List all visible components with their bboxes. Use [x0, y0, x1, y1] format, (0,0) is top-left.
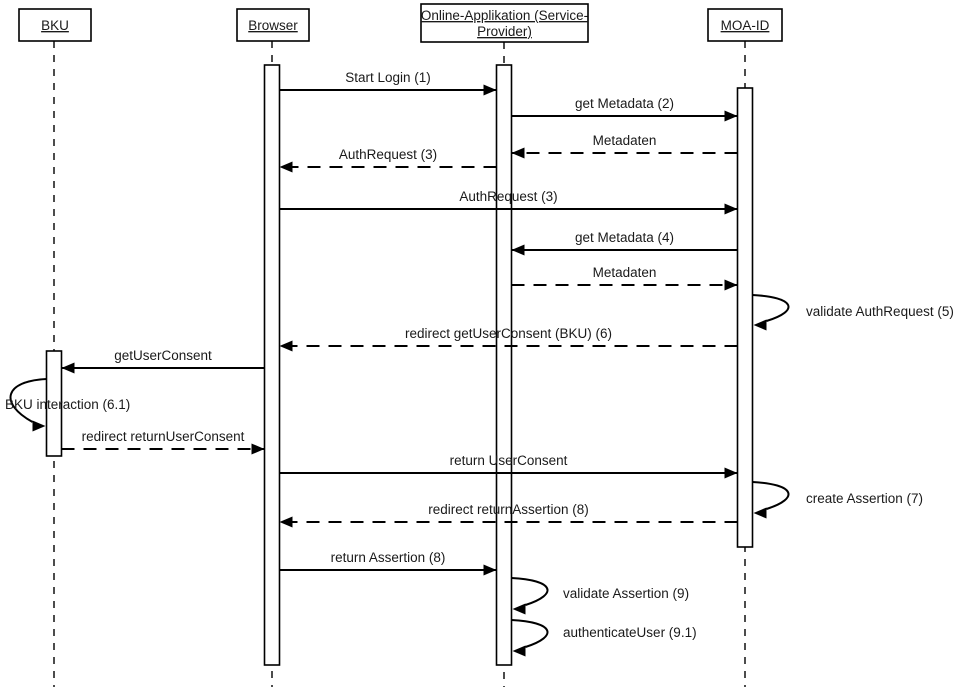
message-label: Metadaten: [593, 265, 657, 280]
activation-bar-online-applikation: [495, 64, 513, 666]
message-label: return UserConsent: [450, 453, 568, 468]
message-label: get Metadata (2): [575, 96, 674, 111]
self-message-label: authenticateUser (9.1): [563, 625, 697, 640]
arrowhead: [753, 507, 767, 519]
message-label: getUserConsent: [114, 348, 212, 363]
lifeline-header-browser[interactable]: Browser: [236, 8, 310, 42]
self-message-s1: validate AuthRequest (5): [752, 294, 954, 331]
message-m13: return Assertion (8): [279, 550, 497, 576]
arrowhead: [483, 84, 497, 96]
message-label: Start Login (1): [345, 70, 431, 85]
self-message-loop: [9, 378, 47, 423]
self-message-s3: create Assertion (7): [752, 481, 923, 519]
message-label: get Metadata (4): [575, 230, 674, 245]
self-message-s4: validate Assertion (9): [511, 577, 689, 615]
arrowhead: [279, 340, 293, 352]
self-message-loop: [752, 294, 790, 322]
lifeline-label-bku: BKU: [41, 18, 69, 33]
lifeline-label-online-applikation: Provider): [477, 24, 532, 39]
lifeline-headers-group: BKU Browser Online-Applikation (Service-Pr…: [18, 3, 783, 43]
self-message-loop: [511, 619, 549, 648]
message-label: redirect returnUserConsent: [82, 429, 245, 444]
arrowhead: [511, 147, 525, 159]
message-m7: Metadaten: [511, 265, 738, 291]
activation-bar-moa-id: [736, 87, 754, 548]
lifeline-label-moa-id: MOA-ID: [721, 18, 770, 33]
arrowhead: [279, 161, 293, 173]
message-m11: return UserConsent: [279, 453, 738, 479]
arrowhead: [251, 443, 265, 455]
message-m1: Start Login (1): [279, 70, 497, 96]
self-message-label: validate AuthRequest (5): [806, 304, 954, 319]
message-m6: get Metadata (4): [511, 230, 738, 256]
message-m12: redirect returnAssertion (8): [279, 502, 738, 528]
message-label: redirect getUserConsent (BKU) (6): [405, 326, 612, 341]
message-m4: AuthRequest (3): [279, 147, 497, 173]
message-m8: redirect getUserConsent (BKU) (6): [279, 326, 738, 352]
arrowhead: [753, 319, 767, 331]
activation-bars-group: [45, 64, 754, 666]
self-message-loop: [752, 481, 790, 510]
message-label: return Assertion (8): [331, 550, 446, 565]
message-m10: redirect returnUserConsent: [61, 429, 265, 455]
message-m2: get Metadata (2): [511, 96, 738, 122]
arrowhead: [724, 110, 738, 122]
message-m3: Metadaten: [511, 133, 738, 159]
arrowhead: [511, 244, 525, 256]
lifeline-header-online-applikation[interactable]: Online-Applikation (Service-Provider): [420, 3, 589, 43]
message-label: redirect returnAssertion (8): [428, 502, 589, 517]
message-label: Metadaten: [593, 133, 657, 148]
lifeline-header-moa-id[interactable]: MOA-ID: [707, 8, 783, 42]
arrowhead: [483, 564, 497, 576]
self-message-label: create Assertion (7): [806, 491, 923, 506]
arrowhead: [61, 362, 75, 374]
message-m5: AuthRequest (3): [279, 189, 738, 215]
lifeline-header-bku[interactable]: BKU: [18, 8, 92, 42]
self-message-loop: [511, 577, 549, 606]
message-label: AuthRequest (3): [339, 147, 437, 162]
self-message-s2: BKU interaction (6.1): [5, 378, 130, 432]
arrowhead: [279, 516, 293, 528]
self-message-s5: authenticateUser (9.1): [511, 619, 697, 657]
lifeline-label-online-applikation: Online-Applikation (Service-: [421, 8, 588, 23]
arrowhead: [512, 603, 526, 615]
message-label: AuthRequest (3): [459, 189, 557, 204]
self-messages-group: validate AuthRequest (5) BKU interaction …: [5, 294, 954, 657]
self-message-label: validate Assertion (9): [563, 586, 689, 601]
arrowhead: [724, 279, 738, 291]
arrowhead: [32, 420, 46, 432]
message-m9: getUserConsent: [61, 348, 265, 374]
lifeline-label-browser: Browser: [248, 18, 298, 33]
arrowhead: [512, 645, 526, 657]
activation-bar-browser: [263, 64, 281, 666]
arrowhead: [724, 467, 738, 479]
self-message-label: BKU interaction (6.1): [5, 397, 130, 412]
activation-bar-bku: [45, 350, 63, 457]
messages-group: Start Login (1) get Metadata (2) Metadaten…: [61, 70, 738, 576]
arrowhead: [724, 203, 738, 215]
